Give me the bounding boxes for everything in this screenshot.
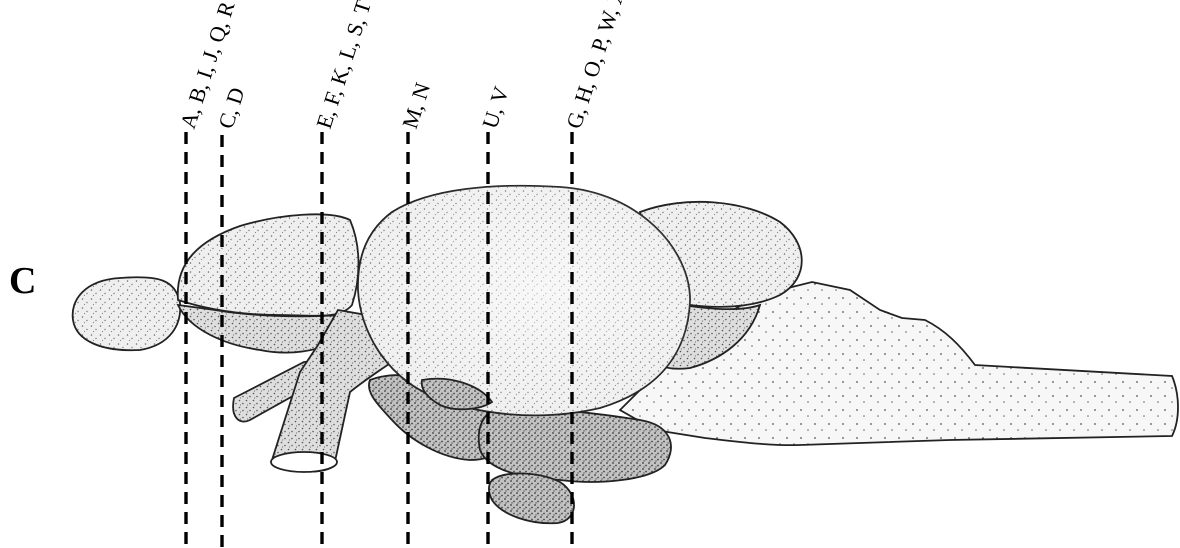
inferior-lobe: [479, 409, 671, 482]
section-label-mn: M, N: [397, 80, 435, 132]
section-label-cd: C, D: [213, 84, 250, 131]
stalk-opening: [271, 452, 337, 472]
section-label-ghopwx: G, H, O, P, W, X: [561, 0, 630, 132]
olfactory-bulb: [73, 277, 181, 350]
brain-lateral-view: [73, 186, 1178, 523]
section-label-uv: U, V: [477, 83, 514, 131]
telencephalon: [178, 214, 359, 315]
panel-letter: C: [9, 260, 36, 302]
section-label-efklst: E, F, K, L, S, T: [311, 0, 376, 132]
section-labels: A, B, I, J, Q, R C, D E, F, K, L, S, T M…: [175, 0, 630, 132]
